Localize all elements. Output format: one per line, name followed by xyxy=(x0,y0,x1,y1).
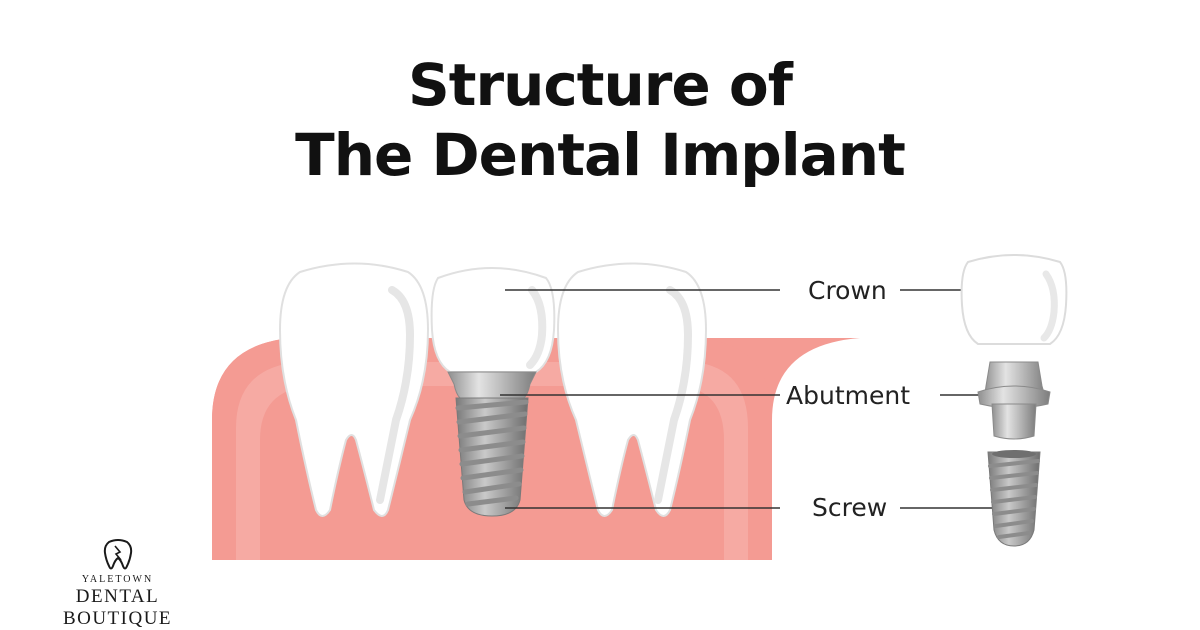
logo-big-text: DENTAL BOUTIQUE xyxy=(62,586,173,629)
implant-crown xyxy=(430,267,556,373)
exploded-screw xyxy=(987,450,1041,547)
tooth-icon xyxy=(103,539,132,570)
exploded-crown xyxy=(960,254,1068,345)
natural-tooth-right xyxy=(556,262,708,517)
abutment-label: Abutment xyxy=(786,381,910,410)
crown-label: Crown xyxy=(808,276,887,305)
screw-label: Screw xyxy=(812,493,888,522)
exploded-abutment xyxy=(977,361,1051,440)
title-line-2: The Dental Implant xyxy=(295,121,906,189)
implant-screw xyxy=(455,397,529,517)
logo-small-text: YALETOWN xyxy=(81,574,154,585)
natural-tooth-left xyxy=(278,262,430,517)
implant-abutment xyxy=(447,371,537,399)
page-title: Structure of The Dental Implant xyxy=(0,50,1200,190)
brand-logo: YALETOWN DENTAL BOUTIQUE xyxy=(20,538,215,630)
title-line-1: Structure of xyxy=(407,51,793,119)
